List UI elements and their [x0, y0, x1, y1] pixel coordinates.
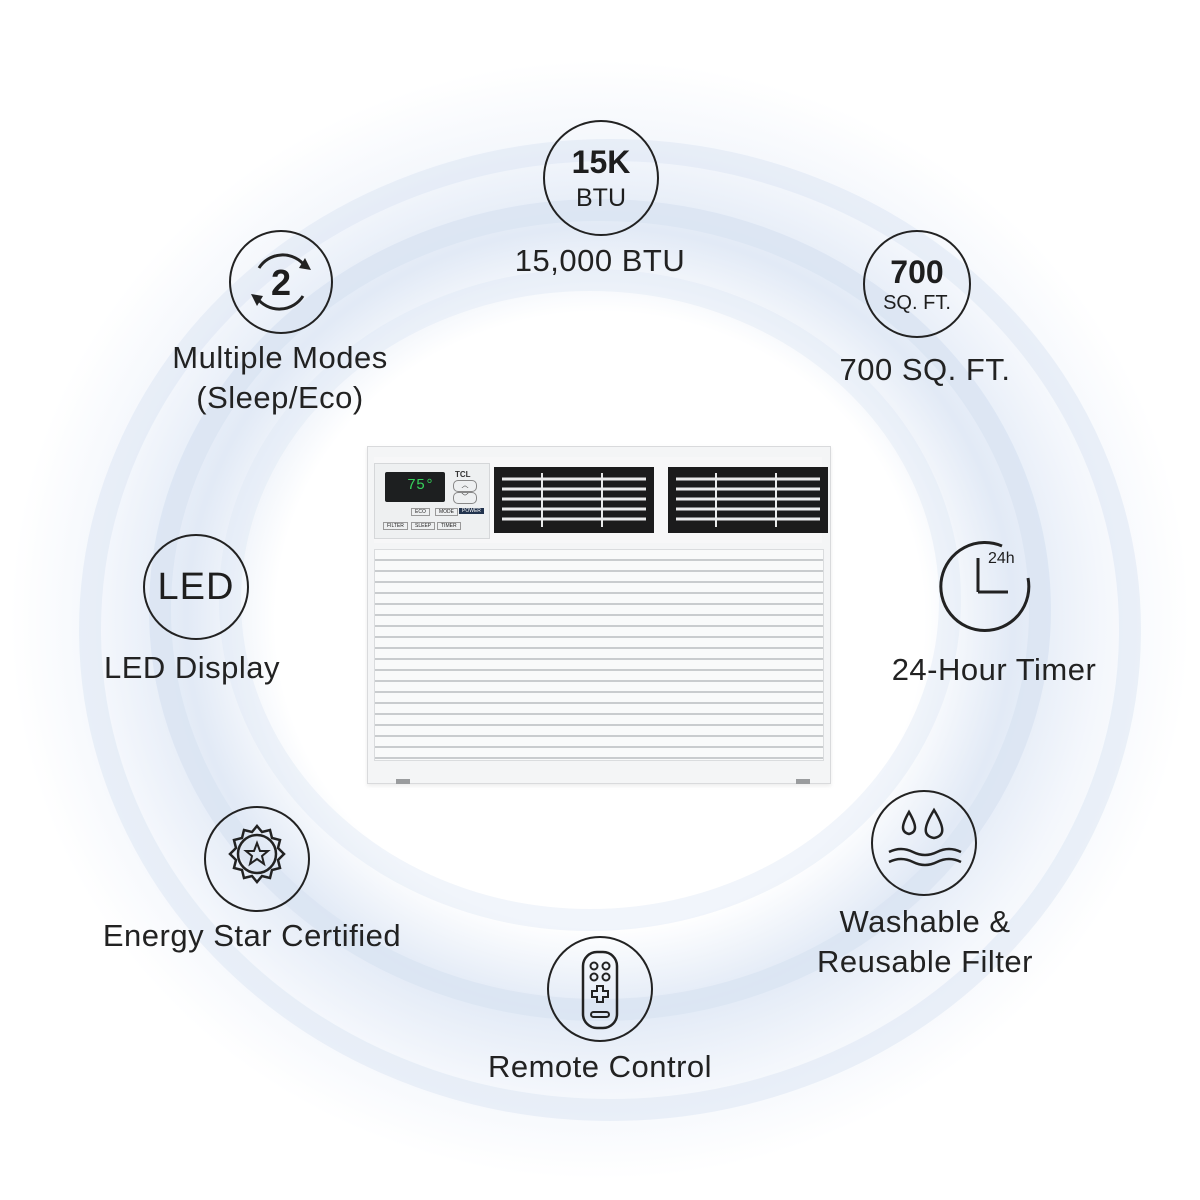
btu-badge-icon: 15K BTU	[543, 120, 659, 236]
modes-caption-line1: Multiple Modes	[172, 340, 388, 375]
control-panel: 75° TCL ︿ ﹀ ECO MODE POWER FILTER SLEEP …	[374, 463, 490, 539]
filter-button[interactable]: FILTER	[383, 522, 408, 530]
power-button[interactable]: POWER	[459, 508, 484, 514]
star-seal-icon	[204, 806, 310, 912]
timer-24h-label: 24h	[988, 550, 1015, 567]
front-grille	[374, 549, 824, 761]
timer-caption: 24-Hour Timer	[891, 652, 1097, 687]
air-vents	[494, 467, 828, 533]
modes-caption: Multiple Modes (Sleep/Eco)	[130, 338, 430, 418]
area-caption: 700 SQ. FT.	[839, 352, 1011, 387]
filter-caption: Washable & Reusable Filter	[775, 902, 1075, 982]
area-badge-unit: SQ. FT.	[883, 292, 951, 314]
led-icon-text: LED	[157, 566, 235, 608]
modes-caption-line2: (Sleep/Eco)	[196, 380, 364, 415]
remote-caption: Remote Control	[487, 1049, 713, 1084]
air-conditioner-unit: 75° TCL ︿ ﹀ ECO MODE POWER FILTER SLEEP …	[367, 446, 831, 784]
energy-caption: Energy Star Certified	[102, 918, 402, 953]
clock-24h-icon: 24h	[932, 534, 1038, 640]
modes-number: 2	[270, 262, 292, 303]
btu-caption: 15,000 BTU	[514, 243, 686, 278]
filter-caption-line2: Reusable Filter	[817, 944, 1033, 979]
mode-button[interactable]: MODE	[435, 508, 458, 516]
cycle-modes-icon: 2	[229, 230, 333, 334]
unit-foot-left	[396, 779, 410, 784]
up-button[interactable]: ︿	[453, 480, 477, 492]
led-icon: LED	[143, 534, 249, 640]
timer-button[interactable]: TIMER	[437, 522, 461, 530]
remote-control-icon	[547, 936, 653, 1042]
filter-caption-line1: Washable &	[839, 904, 1011, 939]
down-button[interactable]: ﹀	[453, 492, 477, 504]
btu-badge-value: 15K	[571, 144, 631, 180]
area-badge-icon: 700 SQ. FT.	[863, 230, 971, 338]
area-badge-value: 700	[890, 254, 944, 290]
led-display-screen: 75°	[385, 472, 445, 502]
unit-foot-right	[796, 779, 810, 784]
temperature-readout: 75°	[407, 477, 435, 494]
eco-button[interactable]: ECO	[411, 508, 430, 516]
brand-logo: TCL	[455, 470, 471, 479]
water-drops-icon	[871, 790, 977, 896]
sleep-button[interactable]: SLEEP	[411, 522, 436, 530]
btu-badge-unit: BTU	[576, 184, 626, 212]
led-caption: LED Display	[103, 650, 281, 685]
